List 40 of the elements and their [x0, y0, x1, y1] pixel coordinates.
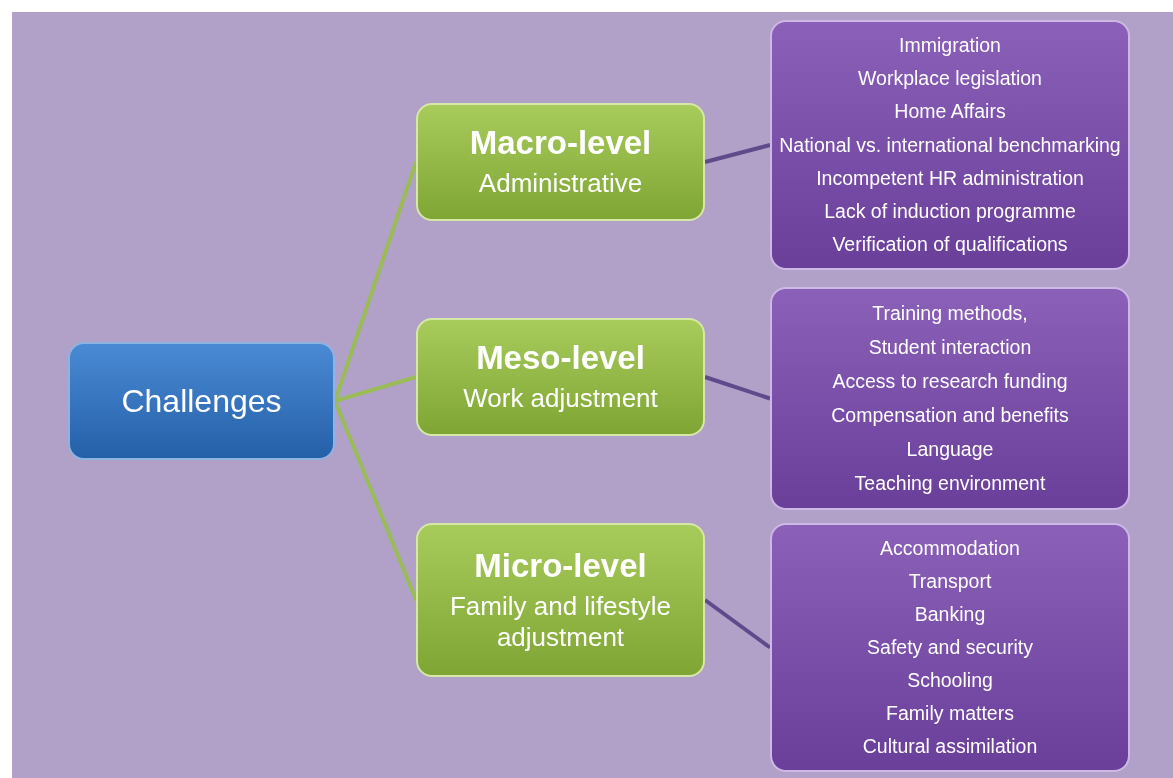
node-text: Transport — [908, 570, 992, 593]
node-text: Lack of induction programme — [824, 199, 1076, 223]
node-text: Access to research funding — [832, 370, 1068, 393]
connector-line — [703, 598, 772, 650]
node-text: Teaching environment — [854, 472, 1046, 495]
list-box — [770, 287, 1130, 510]
connector-line — [333, 400, 418, 601]
node-text: Home Affairs — [894, 100, 1006, 124]
node-text: Family matters — [886, 702, 1014, 725]
node-text: Administrative — [477, 168, 644, 200]
list-box — [770, 523, 1130, 772]
node-text: Verification of qualifications — [832, 232, 1068, 256]
node-text: Work adjustment — [462, 383, 659, 415]
node-text: Training methods, — [872, 302, 1028, 325]
node-text: Incompetent HR administration — [816, 166, 1084, 190]
connector-line — [704, 375, 771, 401]
node-text: Student interaction — [868, 336, 1032, 359]
node-text: National vs. international benchmarking — [779, 133, 1121, 157]
connector-line — [333, 161, 418, 402]
node-text: Challenges — [121, 382, 282, 420]
node-text: Safety and security — [867, 636, 1033, 659]
level-box — [416, 523, 705, 677]
list-box — [770, 20, 1130, 270]
node-text: Meso-level — [476, 339, 645, 378]
node-text: Language — [906, 438, 994, 461]
node-text: Banking — [914, 603, 986, 626]
node-text: Accommodation — [880, 537, 1020, 560]
node-text: Family and lifestyle adjustment — [448, 590, 673, 654]
level-box — [416, 103, 705, 221]
connector-line — [334, 375, 417, 403]
node-text: Macro-level — [469, 124, 652, 163]
node-text: Compensation and benefits — [831, 404, 1069, 427]
root-box — [68, 342, 335, 460]
node-text: Schooling — [907, 669, 993, 692]
level-box — [416, 318, 705, 436]
connector-line — [704, 143, 771, 164]
node-text: Workplace legislation — [858, 67, 1042, 91]
node-text: Cultural assimilation — [862, 735, 1038, 758]
node-text: Micro-level — [474, 546, 647, 585]
node-text: Immigration — [899, 34, 1001, 58]
